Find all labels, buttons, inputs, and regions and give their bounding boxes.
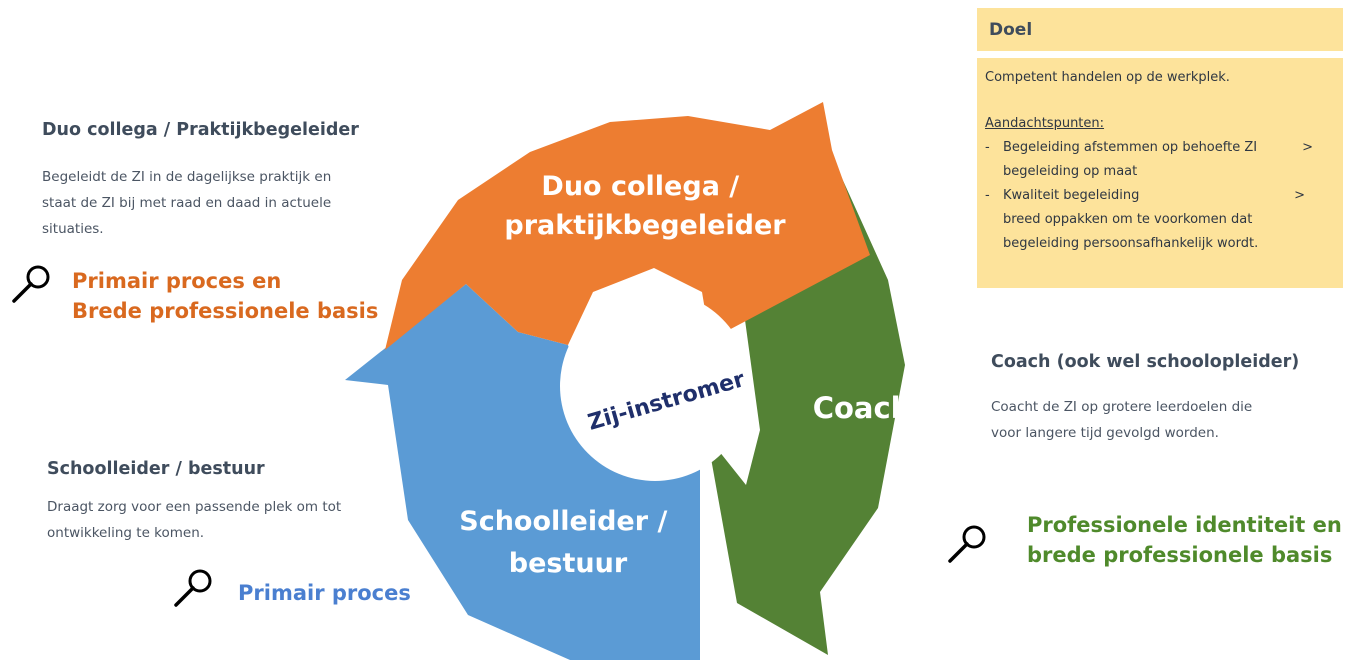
coach-label: Coach	[813, 391, 912, 425]
dash-marker: -	[985, 140, 990, 155]
duo-title: Duo collega / Praktijkbegeleider	[42, 120, 359, 140]
coach-desc-line: voor langere tijd gevolgd worden.	[991, 425, 1219, 441]
duo-focus-line: Primair proces en	[72, 269, 282, 293]
magnifier-icon	[12, 265, 50, 303]
goal-intro: Competent handelen op de werkplek.	[985, 70, 1230, 85]
goal-subtitle: Aandachtspunten:	[985, 116, 1105, 131]
duo-description: Begeleidt de ZI in de dagelijkse praktij…	[42, 164, 402, 242]
goal-panel: Competent handelen op de werkplek. Aanda…	[977, 58, 1343, 288]
coach-description: Coacht de ZI op grotere leerdoelen die v…	[991, 394, 1331, 446]
arrow-marker: >	[1302, 140, 1313, 155]
goal-item-line: breed oppakken om te voorkomen dat	[1003, 212, 1253, 227]
goal-item-line: Kwaliteit begeleiding	[1003, 188, 1140, 203]
goal-item-line: Begeleiding afstemmen op behoefte ZI	[1003, 140, 1258, 155]
coach-focus-line: Professionele identiteit en	[1027, 513, 1342, 537]
school-title: Schoolleider / bestuur	[47, 459, 265, 479]
duo-label-line: praktijkbegeleider	[504, 210, 786, 241]
goal-item-line: begeleiding persoonsafhankelijk wordt.	[1003, 236, 1259, 251]
coach-focus: Professionele identiteit en brede profes…	[1027, 510, 1342, 570]
center-hole	[560, 291, 750, 481]
duo-desc-line: situaties.	[42, 221, 104, 237]
coach-focus-line: brede professionele basis	[1027, 543, 1333, 567]
magnifier-icon	[948, 525, 986, 563]
school-focus: Primair proces	[238, 581, 411, 605]
duo-arc	[385, 102, 870, 350]
coach-title: Coach (ook wel schoolopleider)	[991, 352, 1300, 372]
goal-title: Doel	[977, 8, 1343, 51]
duo-focus: Primair proces en Brede professionele ba…	[72, 266, 378, 326]
duo-desc-line: staat de ZI bij met raad en daad in actu…	[42, 195, 332, 211]
goal-item-line: begeleiding op maat	[1003, 164, 1138, 179]
dash-marker: -	[985, 188, 990, 203]
school-label-line: Schoolleider /	[459, 506, 667, 537]
goal-item: - > Begeleiding afstemmen op behoefte ZI…	[985, 136, 1335, 184]
school-arc	[345, 284, 700, 660]
school-desc-line: Draagt zorg voor een passende plek om to…	[47, 499, 342, 515]
school-label-line: bestuur	[509, 548, 628, 579]
coach-desc-line: Coacht de ZI op grotere leerdoelen die	[991, 399, 1253, 415]
school-label: Schoolleider / bestuur	[459, 506, 676, 579]
duo-label: Duo collega / praktijkbegeleider	[504, 171, 786, 241]
school-desc-line: ontwikkeling te komen.	[47, 525, 205, 541]
magnifier-icon	[174, 569, 212, 607]
duo-label-line: Duo collega /	[541, 171, 739, 202]
duo-focus-line: Brede professionele basis	[72, 299, 379, 323]
arrow-marker: >	[1294, 188, 1305, 203]
goal-item: - > Kwaliteit begeleiding breed oppakken…	[985, 184, 1335, 256]
school-description: Draagt zorg voor een passende plek om to…	[47, 494, 407, 546]
duo-desc-line: Begeleidt de ZI in de dagelijkse praktij…	[42, 169, 332, 185]
